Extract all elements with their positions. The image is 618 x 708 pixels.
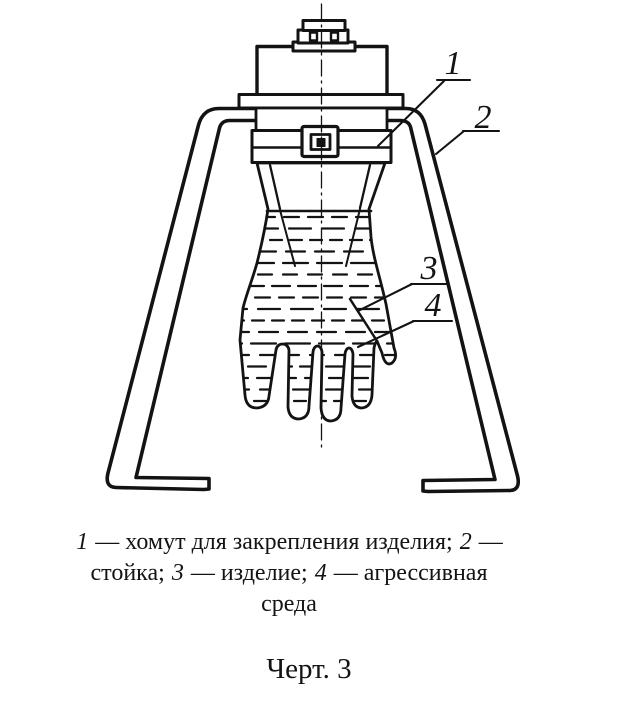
technical-drawing: 1 2 3 4	[105, 3, 521, 494]
figure-caption: 1 — хомут для закрепления изделия; 2 — ст…	[9, 527, 569, 620]
caption-line: среда	[261, 591, 317, 617]
callout-4-label: 4	[425, 287, 442, 324]
glove	[238, 161, 397, 423]
bolt-head	[301, 19, 347, 32]
callout-1-label: 1	[445, 45, 462, 82]
callout-leaders	[356, 78, 501, 349]
stand-left-leg	[105, 106, 322, 492]
glove-outline	[238, 161, 397, 423]
callout-2-label: 2	[475, 99, 492, 136]
callout-2-leader	[434, 129, 466, 156]
callout-3-label: 3	[420, 250, 438, 287]
callout-4-leader	[356, 319, 416, 349]
caption-line: 1 — хомут для закрепления изделия; 2 —	[76, 529, 503, 555]
figure-number: Черт. 3	[266, 653, 352, 685]
cuff-inner-right	[358, 163, 372, 210]
wing-nut-slot-left	[308, 31, 319, 42]
inner-wall-right	[345, 208, 361, 267]
caption-line: стойка; 3 — изделие; 4 — агрессивная	[90, 560, 488, 586]
wing-nut-slot-right	[329, 31, 340, 42]
callout-1-leader	[376, 79, 446, 148]
cuff-inner-left	[268, 163, 282, 211]
stand-right-leg	[318, 106, 521, 494]
inner-wall-left	[279, 209, 296, 267]
callout-3-leader	[356, 282, 414, 313]
